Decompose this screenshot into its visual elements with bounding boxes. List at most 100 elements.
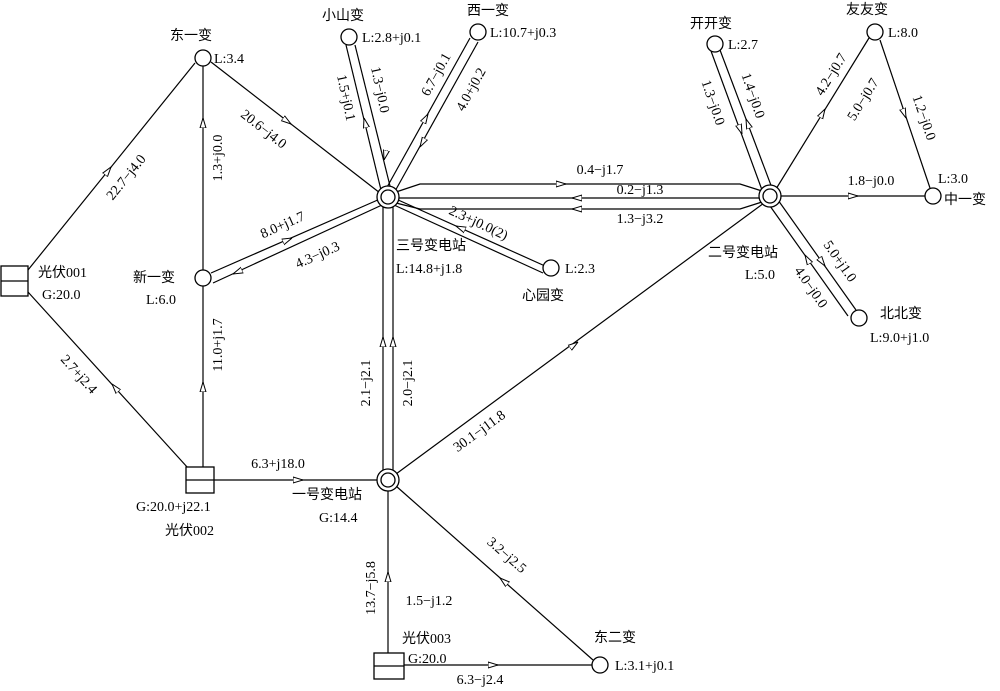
flow-label-kaikai-1: 1.3−j0.0 <box>698 78 727 127</box>
flow-label-pv003-yihao-1: 13.7−j5.8 <box>364 561 379 615</box>
node-name-yihao: 一号变电站 <box>292 487 362 503</box>
node-value-kaikai: L:2.7 <box>728 38 758 53</box>
node-value-xinyuan: L:2.3 <box>565 262 595 277</box>
node-xiaoshan <box>340 28 358 46</box>
flow-label-youyou-zhongyi: 1.2−j0.0 <box>909 93 938 142</box>
flow-label-pv002-xinyi: 11.0+j1.7 <box>211 318 226 371</box>
node-name-pv001: 光伏001 <box>38 265 87 281</box>
pv-box-002 <box>185 466 215 494</box>
node-xiyi <box>469 23 487 41</box>
flow-label-pv003-donger: 6.3−j2.4 <box>457 673 504 688</box>
arrow-xinyi-sanhao-2 <box>233 271 240 274</box>
flow-label-erhao-youyou-2: 5.0−j0.7 <box>845 76 883 124</box>
flow-label-xinyi-sanhao-2: 4.3−j0.3 <box>293 239 342 272</box>
node-name-youyou: 友友变 <box>846 2 888 18</box>
node-dongyi <box>194 49 212 67</box>
substation-sanhao <box>376 185 400 209</box>
node-name-kaikai: 开开变 <box>690 16 732 32</box>
line-xinyuan-1 <box>395 198 546 267</box>
node-name-pv002: 光伏002 <box>165 523 214 539</box>
flow-label-sanhao-erhao-1: 0.4−j1.7 <box>577 163 624 178</box>
line-xinyuan-2 <box>393 204 544 274</box>
node-value-donger: L:3.1+j0.1 <box>615 659 674 674</box>
node-value-beibei: L:9.0+j1.0 <box>870 331 929 346</box>
flow-labels: 22.7−j4.0 2.7+j2.4 20.6−j4.0 1.3+j0.0 11… <box>57 51 938 688</box>
flow-label-xinyuan: 2.3+j0.0(2) <box>446 204 510 244</box>
flow-label-pv002-pv001: 2.7+j2.4 <box>57 352 99 397</box>
flow-label-xiyi-2: 4.0+j0.2 <box>454 66 490 114</box>
flow-label-sanhao-erhao-3: 1.3−j3.2 <box>617 212 664 227</box>
node-name-sanhao: 三号变电站 <box>396 238 466 254</box>
substation-erhao <box>758 184 782 208</box>
node-name-xinyi: 新一变 <box>133 270 175 286</box>
node-name-zhongyi: 中一变 <box>944 192 986 208</box>
node-zhongyi <box>924 187 942 205</box>
arrow-youyou-zhongyi <box>903 110 906 118</box>
flow-label-xinyi-dongyi: 1.3+j0.0 <box>211 135 226 182</box>
node-value-xiyi: L:10.7+j0.3 <box>490 26 556 41</box>
pv-box-003 <box>373 652 405 680</box>
line-sanhao-erhao-1 <box>395 183 763 193</box>
flow-label-erhao-zhongyi: 1.8−j0.0 <box>848 174 895 189</box>
arrow-pv002-pv001 <box>112 384 117 390</box>
line-yihao-erhao <box>395 202 765 475</box>
node-value-zhongyi: L:3.0 <box>938 172 968 187</box>
node-value-erhao: L:5.0 <box>745 268 775 283</box>
flow-label-xinyi-sanhao-1: 8.0+j1.7 <box>258 209 307 242</box>
flow-arrows <box>105 109 906 665</box>
flow-label-beibei-2: 4.0−j0.0 <box>791 264 830 311</box>
flow-label-erhao-youyou-1: 4.2−j0.7 <box>813 51 851 99</box>
flow-label-donger-yihao: 3.2−j2.5 <box>484 535 529 577</box>
line-pv001-dongyi <box>27 62 196 271</box>
node-name-xiaoshan: 小山变 <box>322 8 364 24</box>
nodes <box>0 23 942 680</box>
arrow-xiyi-2 <box>420 140 424 147</box>
node-value-sanhao: L:14.8+j1.8 <box>396 262 462 277</box>
arrow-beibei-2 <box>805 255 809 262</box>
pv-box-001 <box>0 265 29 297</box>
node-value-dongyi: L:3.4 <box>214 52 244 67</box>
line-dongyi-sanhao <box>210 61 381 194</box>
arrow-dongyi-sanhao <box>284 119 291 124</box>
line-xiyi-1 <box>385 37 471 190</box>
node-name-donger: 东二变 <box>594 630 636 646</box>
node-value-xiaoshan: L:2.8+j0.1 <box>362 31 421 46</box>
arrow-xiaoshan-2 <box>384 152 386 160</box>
arrow-kaikai-2 <box>746 119 749 127</box>
node-donger <box>591 656 609 674</box>
arrow-beibei-1 <box>820 259 825 266</box>
flow-label-pv002-yihao: 6.3+j18.0 <box>251 457 305 472</box>
node-xinyi <box>194 269 212 287</box>
node-name-dongyi: 东一变 <box>170 28 212 44</box>
flow-label-yihao-erhao: 30.1−j11.8 <box>451 408 509 456</box>
node-name-xinyuan: 心园变 <box>522 288 564 304</box>
flow-label-xiaoshan-1: 1.5+j0.1 <box>333 73 357 122</box>
flow-label-dongyi-sanhao: 20.6−j4.0 <box>237 107 289 152</box>
arrow-xiaoshan-1 <box>364 118 366 126</box>
node-value-pv002: G:20.0+j22.1 <box>136 500 211 515</box>
node-beibei <box>850 309 868 327</box>
node-name-pv003: 光伏003 <box>402 631 451 647</box>
node-value-youyou: L:8.0 <box>888 26 918 41</box>
flow-label-sanhao-yihao-2: 2.0−j2.1 <box>401 360 416 407</box>
flow-label-kaikai-2: 1.4−j0.0 <box>738 71 767 120</box>
node-name-erhao: 二号变电站 <box>708 245 778 261</box>
line-pv002-pv001 <box>27 291 189 469</box>
line-beibei-1 <box>777 199 857 311</box>
node-labels: 东一变 L:3.4 小山变 L:2.8+j0.1 西一变 L:10.7+j0.3… <box>38 2 986 674</box>
arrow-donger-yihao <box>500 578 506 583</box>
flow-label-pv003-yihao-2: 1.5−j1.2 <box>406 594 453 609</box>
arrow-pv001-dongyi <box>105 167 111 175</box>
flow-label-pv001-dongyi: 22.7−j4.0 <box>104 152 150 203</box>
node-value-xinyi: L:6.0 <box>146 293 176 308</box>
line-donger-yihao <box>395 485 594 661</box>
lines <box>27 37 931 666</box>
line-xinyi-sanhao-1 <box>210 198 381 274</box>
line-xiyi-2 <box>393 41 479 194</box>
arrow-xinyuan <box>456 226 463 229</box>
arrow-yihao-erhao <box>571 342 578 347</box>
arrow-erhao-youyou <box>821 109 825 116</box>
line-kaikai-1 <box>710 50 763 191</box>
node-value-pv001: G:20.0 <box>42 288 81 303</box>
